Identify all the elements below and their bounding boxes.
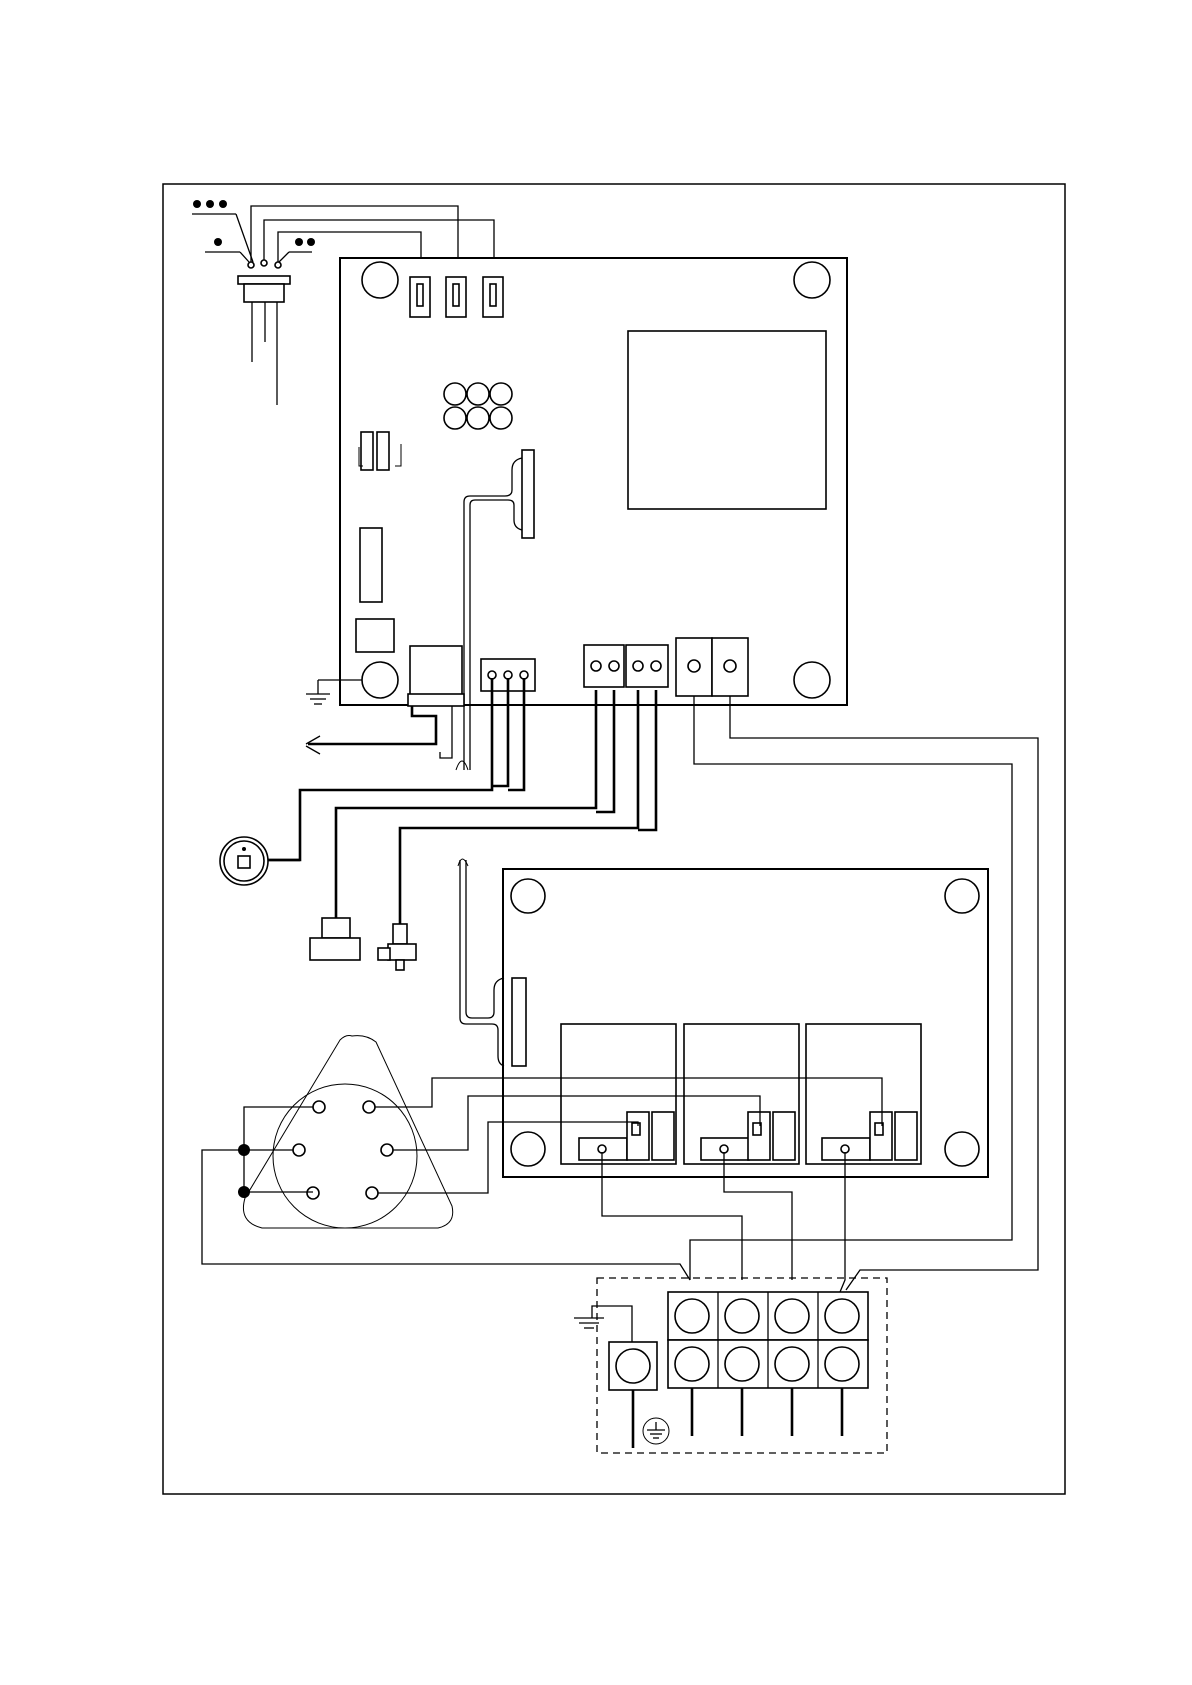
mounting-hole (794, 262, 830, 298)
pump-motor (238, 1036, 453, 1229)
switch-connector (584, 645, 668, 687)
power-connector (676, 638, 748, 696)
terminal-screw (675, 1347, 709, 1381)
earth-ground-icon (643, 1418, 669, 1444)
mounting-hole (362, 262, 398, 298)
terminal-screw (775, 1299, 809, 1333)
push-button (310, 918, 360, 960)
output-arrow-icon (306, 706, 452, 758)
relay-3 (806, 1024, 921, 1164)
terminal-screw (825, 1299, 859, 1333)
air-sensor (220, 837, 300, 885)
transformer (408, 646, 464, 706)
relay-2 (684, 1024, 799, 1164)
terminal-screw (825, 1347, 859, 1381)
mounting-hole (794, 662, 830, 698)
mounting-hole (945, 1132, 979, 1166)
mounting-hole (945, 879, 979, 913)
main-control-board (340, 258, 847, 770)
terminal-screw (775, 1347, 809, 1381)
regulator (356, 619, 394, 652)
pressure-switch (378, 924, 416, 970)
terminal-screw (725, 1347, 759, 1381)
mounting-hole (362, 662, 398, 698)
controller-module (628, 331, 826, 509)
relay-board (458, 859, 988, 1177)
terminal-screw (675, 1299, 709, 1333)
ground-terminal (574, 1306, 657, 1448)
mounting-hole (511, 1132, 545, 1166)
relay-1 (561, 1024, 676, 1164)
probe-connector (410, 277, 503, 317)
ribbon-connector (512, 978, 526, 1066)
terminal-screw (725, 1299, 759, 1333)
mounting-hole (511, 879, 545, 913)
ic-chip (360, 528, 382, 602)
